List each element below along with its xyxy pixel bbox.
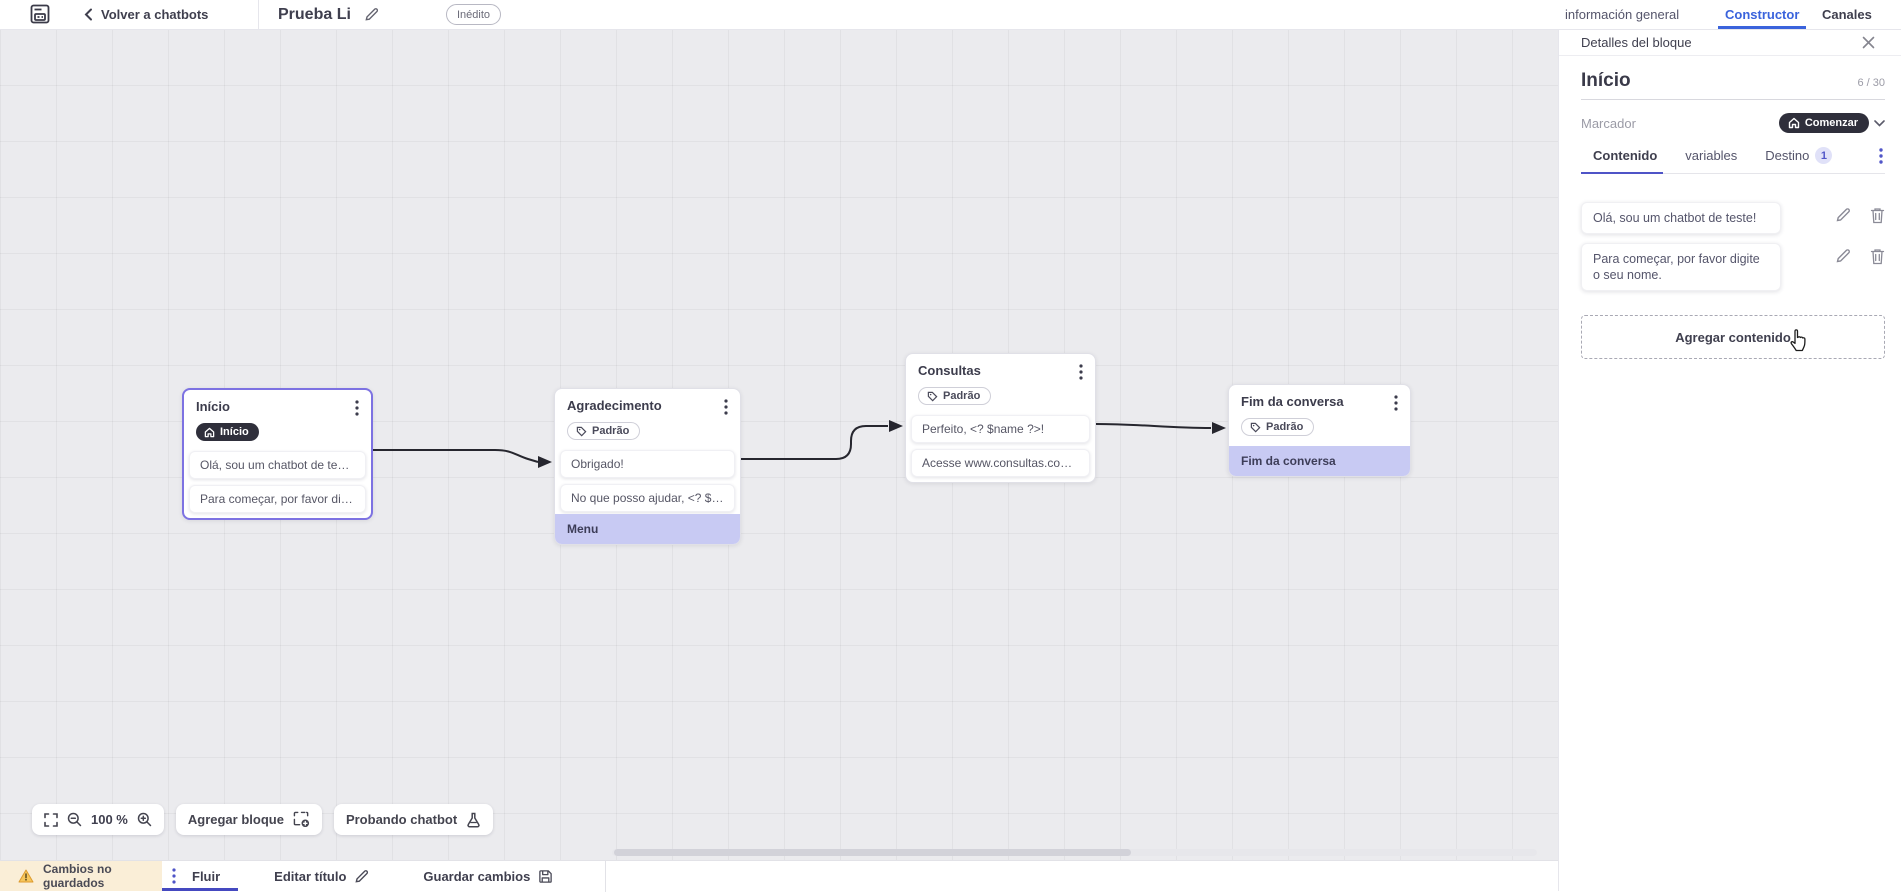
test-chatbot-button[interactable]: Probando chatbot	[333, 804, 494, 835]
active-tab-underline	[1718, 26, 1806, 29]
save-icon	[539, 869, 553, 883]
edit-title-icon[interactable]	[364, 0, 379, 29]
message-text[interactable]: Para começar, por favor digite o seu nom…	[1581, 243, 1781, 291]
type-badge: Padrão	[918, 387, 992, 405]
node-title: Início	[196, 399, 230, 414]
node-content-item[interactable]: Para começar, por favor digite o ...	[189, 484, 366, 513]
node-content-item[interactable]: Obrigado!	[560, 449, 735, 478]
fullscreen-icon[interactable]	[44, 812, 58, 827]
scrollbar-thumb[interactable]	[614, 849, 1131, 856]
flow-tab[interactable]: Fluir	[162, 861, 239, 891]
tab-canales[interactable]: Canales	[1822, 7, 1872, 22]
marker-label: Marcador	[1581, 115, 1636, 131]
unsaved-changes-chip: Cambios no guardados	[0, 861, 162, 891]
panel-title: Detalles del bloque	[1581, 34, 1692, 50]
tab-constructor[interactable]: Constructor	[1725, 7, 1800, 22]
status-bar: Cambios no guardados Fluir Editar título…	[0, 860, 1558, 892]
flow-tab-label: Fluir	[192, 868, 221, 884]
kebab-menu-icon[interactable]	[351, 399, 363, 417]
panel-tab-contenido[interactable]: Contenido	[1593, 148, 1658, 163]
kebab-menu-icon[interactable]	[720, 398, 732, 416]
panel-tab-variables[interactable]: variables	[1685, 148, 1738, 163]
pencil-icon	[355, 869, 369, 883]
edit-icon[interactable]	[1835, 248, 1851, 265]
topbar-divider	[258, 0, 259, 29]
marker-select[interactable]: Comenzar	[1778, 113, 1869, 133]
trash-icon[interactable]	[1870, 248, 1885, 265]
warning-icon	[18, 869, 34, 883]
tag-icon	[927, 391, 938, 401]
zoom-in-icon[interactable]	[137, 812, 152, 827]
canvas-toolbar: 100 % Agregar bloque Probando chatbot	[32, 804, 494, 835]
node-title: Fim da conversa	[1241, 394, 1344, 409]
node-title: Agradecimento	[567, 398, 662, 413]
add-block-button[interactable]: Agregar bloque	[175, 804, 322, 835]
back-to-chatbots[interactable]: Volver a chatbots	[84, 0, 208, 29]
node-menu-row[interactable]: Menu	[555, 513, 740, 544]
status-badge: Inédito	[446, 4, 502, 25]
chevron-down-icon[interactable]	[1874, 119, 1885, 127]
flow-node-inicio[interactable]: Início Início Olá, sou um chatbot de tes…	[182, 388, 373, 520]
flow-node-fim-da-conversa[interactable]: Fim da conversa Padrão Fim da conversa	[1228, 384, 1411, 477]
message-text[interactable]: Olá, sou um chatbot de teste!	[1581, 202, 1781, 234]
zoom-out-icon[interactable]	[67, 812, 82, 827]
app-logo[interactable]	[28, 0, 52, 29]
chevron-left-icon	[84, 8, 92, 21]
kebab-menu-icon[interactable]	[172, 868, 176, 884]
node-content-item[interactable]: Perfeito, <? $name ?>!	[911, 414, 1090, 443]
add-block-icon	[293, 811, 310, 828]
content-row: Olá, sou um chatbot de teste!	[1581, 202, 1885, 234]
add-content-button[interactable]: Agregar contenido	[1581, 315, 1885, 359]
tag-icon	[1250, 422, 1261, 432]
statusbar-divider	[605, 860, 607, 892]
back-label: Volver a chatbots	[101, 7, 209, 22]
canvas-horizontal-scrollbar[interactable]	[612, 849, 1537, 856]
zoom-level: 100 %	[91, 812, 128, 827]
flow-node-agradecimento[interactable]: Agradecimento Padrão Obrigado! No que po…	[554, 388, 741, 545]
node-content-item[interactable]: Acesse www.consultas.com par...	[911, 448, 1090, 477]
home-icon	[1788, 117, 1800, 129]
kebab-menu-icon[interactable]	[1877, 147, 1885, 164]
type-badge: Padrão	[1241, 418, 1315, 436]
save-changes-button[interactable]: Guardar cambios	[423, 869, 553, 884]
block-details-panel: Detalles del bloque Início 6 / 30 Marcad…	[1558, 29, 1901, 891]
node-content-item[interactable]: Olá, sou um chatbot de teste!	[189, 450, 366, 479]
panel-tab-destino[interactable]: Destino 1	[1765, 147, 1833, 164]
node-content-item[interactable]: No que posso ajudar, <? $name ...	[560, 483, 735, 512]
flow-node-consultas[interactable]: Consultas Padrão Perfeito, <? $name ?>! …	[905, 353, 1096, 483]
kebab-menu-icon[interactable]	[1075, 363, 1087, 381]
type-badge: Padrão	[567, 422, 641, 440]
block-name-field[interactable]: Início	[1581, 70, 1631, 91]
kebab-menu-icon[interactable]	[1390, 394, 1402, 412]
chatbot-title: Prueba Li	[278, 5, 351, 23]
flask-icon	[466, 812, 481, 828]
start-badge: Início	[196, 423, 259, 441]
content-row: Para começar, por favor digite o seu nom…	[1581, 243, 1885, 291]
edit-icon[interactable]	[1835, 207, 1851, 224]
tab-informacion-general[interactable]: información general	[1565, 7, 1680, 22]
zoom-controls: 100 %	[32, 804, 164, 835]
node-title: Consultas	[918, 363, 981, 378]
destino-count-badge: 1	[1815, 147, 1833, 164]
home-icon	[204, 427, 215, 437]
edit-title-button[interactable]: Editar título	[274, 869, 369, 884]
top-bar: Volver a chatbots Prueba Li Inédito info…	[0, 0, 1901, 30]
char-counter: 6 / 30	[1857, 77, 1885, 89]
panel-active-tab-underline	[1581, 172, 1663, 174]
node-end-row[interactable]: Fim da conversa	[1229, 445, 1410, 476]
trash-icon[interactable]	[1870, 207, 1885, 224]
flow-canvas[interactable]: Início Início Olá, sou um chatbot de tes…	[0, 29, 1558, 860]
close-icon[interactable]	[1862, 36, 1875, 49]
tag-icon	[576, 426, 587, 436]
